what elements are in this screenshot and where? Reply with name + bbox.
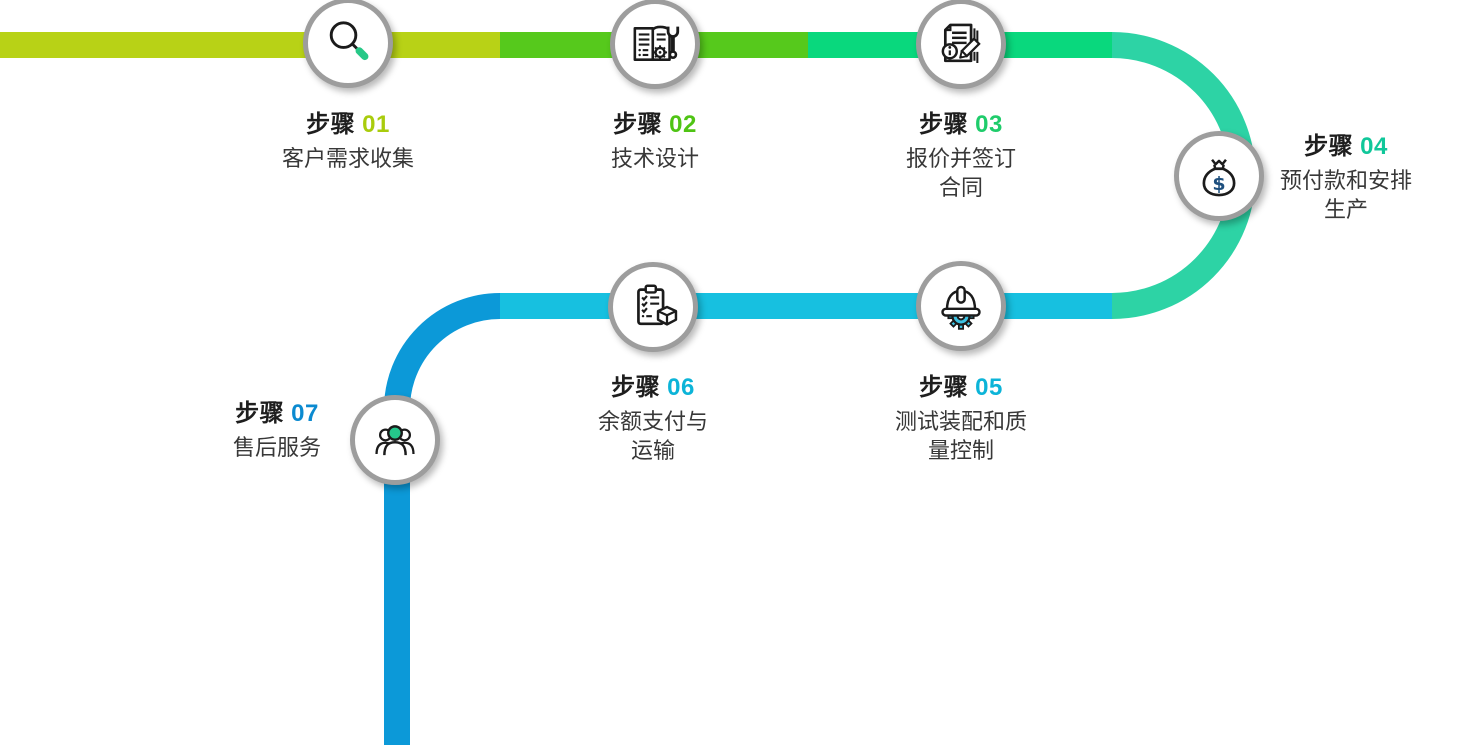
step-5-title: 测试装配和质 量控制 [894, 409, 1027, 463]
step-2-node [610, 0, 700, 89]
flow-segment-left-curve-down [384, 293, 501, 745]
step-number: 07 [291, 400, 319, 427]
step-5-node [916, 261, 1006, 351]
step-number: 05 [975, 374, 1003, 401]
step-number: 03 [975, 111, 1003, 138]
step-number: 04 [1360, 133, 1388, 160]
step-label: 步骤 [611, 374, 661, 401]
step-6-title: 余额支付与 运输 [597, 409, 708, 463]
money-bag-icon: $ [1202, 158, 1236, 197]
step-number: 02 [669, 111, 697, 138]
step-1-node [303, 0, 393, 88]
step-label: 步骤 [1304, 133, 1354, 160]
step-7-node [350, 395, 440, 485]
team-people-icon [375, 425, 415, 456]
svg-text:$: $ [1212, 173, 1225, 195]
step-4-node: $ [1174, 131, 1264, 221]
step-label: 步骤 [235, 400, 285, 427]
step-2-title: 技术设计 [610, 146, 699, 171]
checklist-shipping-box-icon [637, 284, 678, 326]
step-label: 步骤 [919, 374, 969, 401]
manual-book-gear-wrench-icon [633, 25, 680, 61]
step-number: 01 [362, 111, 390, 138]
step-label: 步骤 [919, 111, 969, 138]
step-3-node [916, 0, 1006, 89]
magnifier-search-icon [329, 21, 369, 61]
step-6-node [608, 262, 698, 352]
step-7-title: 售后服务 [232, 435, 321, 460]
contract-document-pen-icon [941, 23, 981, 64]
step-label: 步骤 [306, 111, 356, 138]
step-label: 步骤 [613, 111, 663, 138]
hard-hat-gear-icon [941, 285, 981, 330]
step-1-title: 客户需求收集 [281, 146, 414, 171]
step-number: 06 [667, 374, 695, 401]
step-4-title: 预付款和安排 生产 [1279, 168, 1412, 222]
step-3-title: 报价并签订 合同 [905, 146, 1016, 200]
